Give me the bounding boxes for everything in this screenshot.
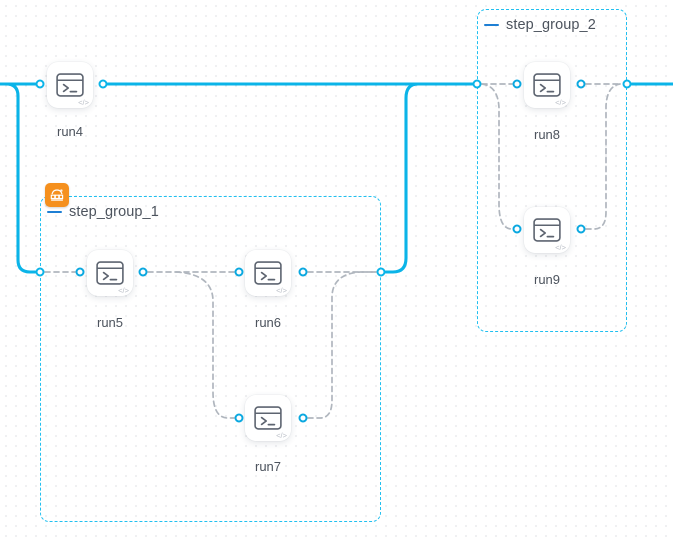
code-badge-icon: </> [118,285,129,295]
code-badge-icon: </> [276,285,287,295]
edge-e-grp1-main[interactable] [384,82,474,274]
code-badge-icon: </> [555,97,566,107]
group-header-step_group_1[interactable]: step_group_1 [47,204,159,220]
group-step_group_2[interactable] [477,9,627,332]
port-run7-in[interactable] [234,413,244,423]
edge-e-in-grp1[interactable] [0,82,37,274]
port-run4-in[interactable] [35,79,45,89]
group-step_group_1[interactable] [40,196,381,522]
terminal-icon [96,261,124,285]
port-run5-out[interactable] [138,267,148,277]
terminal-icon [254,261,282,285]
node-label-run4: run4 [56,124,84,139]
node-run8[interactable]: </> [524,62,570,108]
aws-service-icon [45,183,69,207]
port-grp2-in[interactable] [472,79,482,89]
port-grp1-in[interactable] [35,267,45,277]
port-run7-out[interactable] [298,413,308,423]
group-label: step_group_2 [506,17,596,33]
node-label-run7: run7 [254,459,282,474]
port-grp1-out[interactable] [376,267,386,277]
node-label-run8: run8 [533,127,561,142]
node-label-run5: run5 [96,315,124,330]
minus-icon[interactable] [47,211,62,213]
port-run8-out[interactable] [576,79,586,89]
code-badge-icon: </> [276,430,287,440]
terminal-icon [56,73,84,97]
node-run6[interactable]: </> [245,250,291,296]
node-run7[interactable]: </> [245,395,291,441]
group-header-step_group_2[interactable]: step_group_2 [484,17,596,33]
port-run6-in[interactable] [234,267,244,277]
port-grp2-out[interactable] [622,79,632,89]
code-badge-icon: </> [78,97,89,107]
port-run9-out[interactable] [576,224,586,234]
node-run5[interactable]: </> [87,250,133,296]
node-label-run9: run9 [533,272,561,287]
port-run5-in[interactable] [75,267,85,277]
minus-icon[interactable] [484,24,499,26]
node-label-run6: run6 [254,315,282,330]
terminal-icon [533,73,561,97]
port-run9-in[interactable] [512,224,522,234]
node-run9[interactable]: </> [524,207,570,253]
group-label: step_group_1 [69,204,159,220]
code-badge-icon: </> [555,242,566,252]
node-run4[interactable]: </> [47,62,93,108]
terminal-icon [533,218,561,242]
port-run6-out[interactable] [298,267,308,277]
port-run4-out[interactable] [98,79,108,89]
terminal-icon [254,406,282,430]
port-run8-in[interactable] [512,79,522,89]
